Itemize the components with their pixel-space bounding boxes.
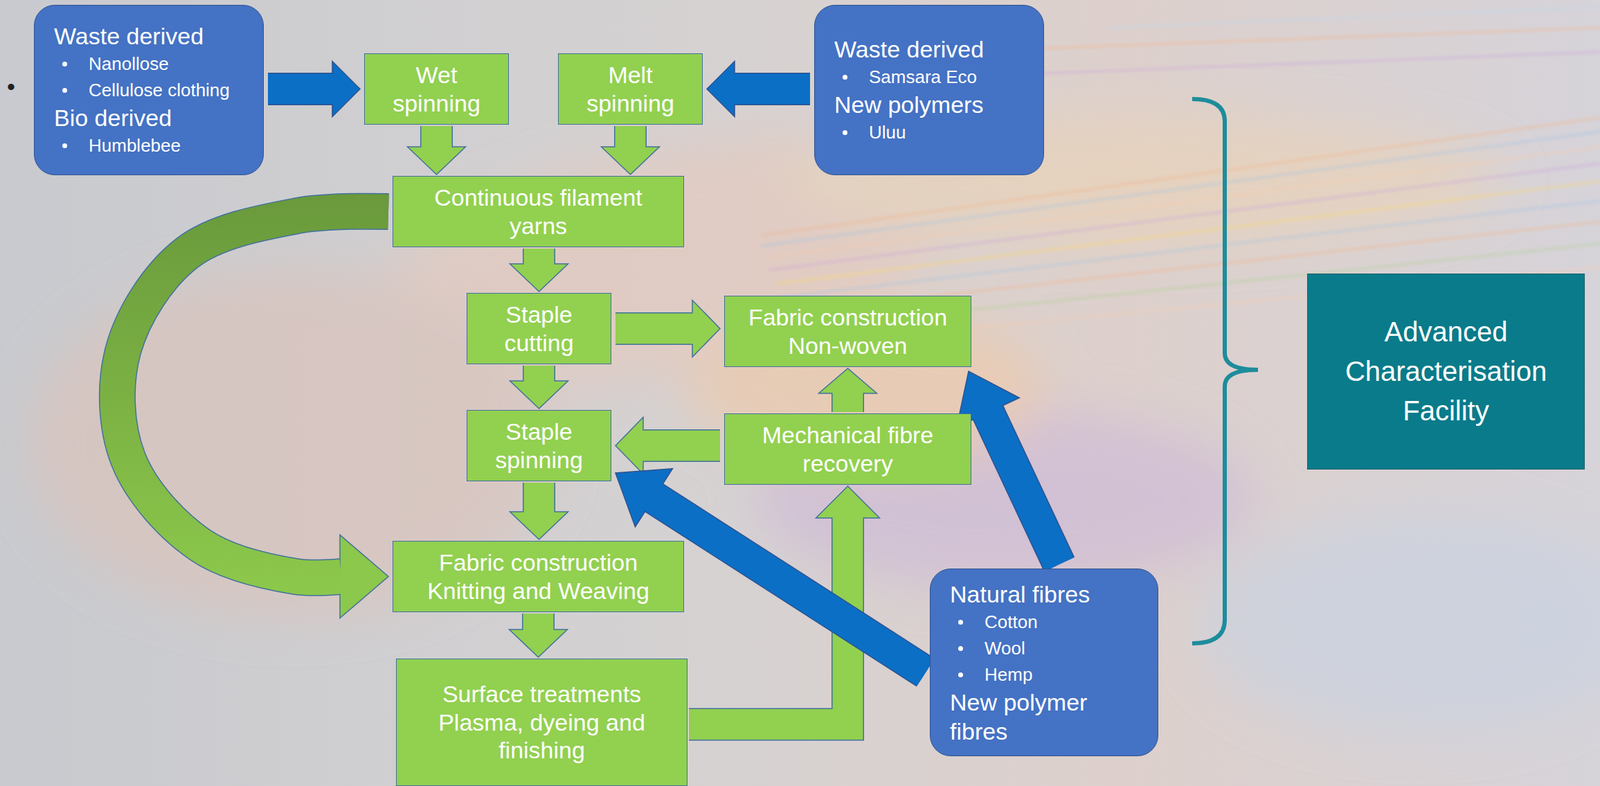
flow-arrow (510, 248, 569, 292)
bullet-mark: • (6, 72, 16, 101)
process-box: Staple cutting (466, 292, 612, 365)
arrow-head (510, 263, 569, 292)
bullet-item: Humblebee (54, 132, 181, 159)
flow-arrow (267, 61, 361, 118)
arrow-outline (117, 211, 389, 578)
bullet-item: Cotton (949, 608, 1038, 635)
arrow-outline (522, 248, 556, 266)
box-text: Fabric construction (748, 303, 948, 332)
arrow-shaft (524, 248, 555, 266)
flow-arrow (407, 126, 466, 175)
group-bracket (1192, 99, 1258, 644)
arrow-shaft (523, 613, 554, 631)
box-text: Advanced Characterisation Facility (1321, 312, 1571, 432)
bullet-item: Hemp (949, 661, 1033, 688)
arrow-outline (652, 497, 926, 673)
arrow-outline (733, 72, 811, 106)
box-heading: Waste derived (834, 34, 984, 64)
arrow-outline (420, 126, 453, 149)
arrow-shaft (615, 313, 694, 345)
box-text: Fabric construction (438, 548, 638, 577)
arrow-outline (267, 72, 334, 106)
box-text: Staple spinning (480, 417, 599, 475)
arrow-shaft (641, 430, 721, 462)
box-heading: Natural fibres (949, 579, 1090, 609)
arrow-outline (522, 482, 556, 514)
arrow-head (339, 535, 389, 619)
box-text: Plasma, dyeing and finishing (417, 708, 667, 766)
bullet-item: Samsara Eco (834, 63, 977, 91)
process-box: Staple spinning (466, 409, 612, 482)
arrow-outline (615, 312, 694, 345)
arrow-shaft (421, 126, 453, 149)
arrow-shaft (832, 391, 864, 412)
arrow-head (510, 511, 569, 540)
arrow-head (332, 61, 361, 118)
arrow-outline (522, 365, 556, 383)
arrow-shaft (733, 74, 811, 105)
flow-arrow (510, 482, 569, 540)
flow-arrow (956, 371, 1060, 565)
box-text: Melt spinning (571, 60, 690, 118)
arrow-head (819, 368, 878, 394)
arrow-head (601, 146, 660, 175)
box-text: Wet spinning (378, 60, 496, 118)
facility-box: Advanced Characterisation Facility (1307, 273, 1585, 470)
process-box: Mechanical fibre recovery (724, 413, 972, 485)
bullet-item: Nanollose (54, 50, 169, 77)
arrow-shaft (267, 74, 334, 105)
flow-arrow (117, 211, 389, 618)
arrow-head (509, 629, 568, 658)
arrow-shaft (652, 497, 926, 673)
arrow-head (615, 417, 644, 475)
process-box: Fabric constructionKnitting and Weaving (392, 540, 685, 613)
flow-arrow (601, 126, 660, 175)
arrow-outline (614, 126, 647, 149)
arrow-head (706, 61, 735, 118)
arrow-outline (522, 613, 555, 631)
box-text: Knitting and Weaving (427, 576, 650, 606)
arrow-head (816, 486, 880, 518)
process-box: Fabric constructionNon-woven (724, 295, 972, 367)
box-text: Staple cutting (480, 300, 599, 358)
bullet-item: Uluu (834, 119, 906, 146)
arrow-head (692, 300, 721, 358)
source-box: Waste derivedNanolloseCellulose clothing… (33, 4, 264, 176)
flow-arrow (819, 368, 878, 412)
flow-arrow (509, 613, 568, 658)
box-text: Mechanical fibre recovery (731, 420, 964, 478)
source-box: Natural fibresCottonWoolHempNew polymer … (929, 568, 1159, 757)
flow-arrow (615, 417, 721, 475)
flow-arrow (615, 300, 721, 358)
arrow-outline (987, 411, 1060, 565)
box-heading: New polymers (834, 90, 984, 120)
process-box: Surface treatmentsPlasma, dyeing and fin… (396, 658, 688, 786)
bullet-item: Wool (949, 634, 1026, 662)
process-box: Melt spinning (558, 53, 703, 125)
arrow-outline (831, 391, 865, 412)
box-heading: Waste derived (54, 21, 204, 51)
flow-arrow (706, 61, 811, 118)
box-heading: New polymer fibres (949, 687, 1130, 746)
arrow-shaft (524, 482, 555, 514)
arrow-shaft (615, 126, 646, 149)
arrow-outline (641, 429, 721, 462)
arrow-head (510, 380, 569, 409)
bullet-item: Cellulose clothing (54, 76, 230, 104)
box-text: Continuous filament yarns (420, 183, 657, 241)
hand-shapes (27, 92, 1600, 734)
box-text: Non-woven (788, 331, 908, 361)
box-heading: Bio derived (54, 103, 172, 133)
flow-arrow (510, 365, 569, 409)
arrow-shaft (987, 411, 1060, 565)
arrow-shaft (117, 211, 389, 578)
arrow-head (407, 146, 466, 175)
process-box: Wet spinning (364, 53, 509, 125)
process-box: Continuous filament yarns (392, 175, 685, 248)
arrow-shaft (524, 365, 555, 383)
box-text: Surface treatments (442, 679, 642, 709)
source-box: Waste derivedSamsara EcoNew polymersUluu (814, 4, 1045, 176)
